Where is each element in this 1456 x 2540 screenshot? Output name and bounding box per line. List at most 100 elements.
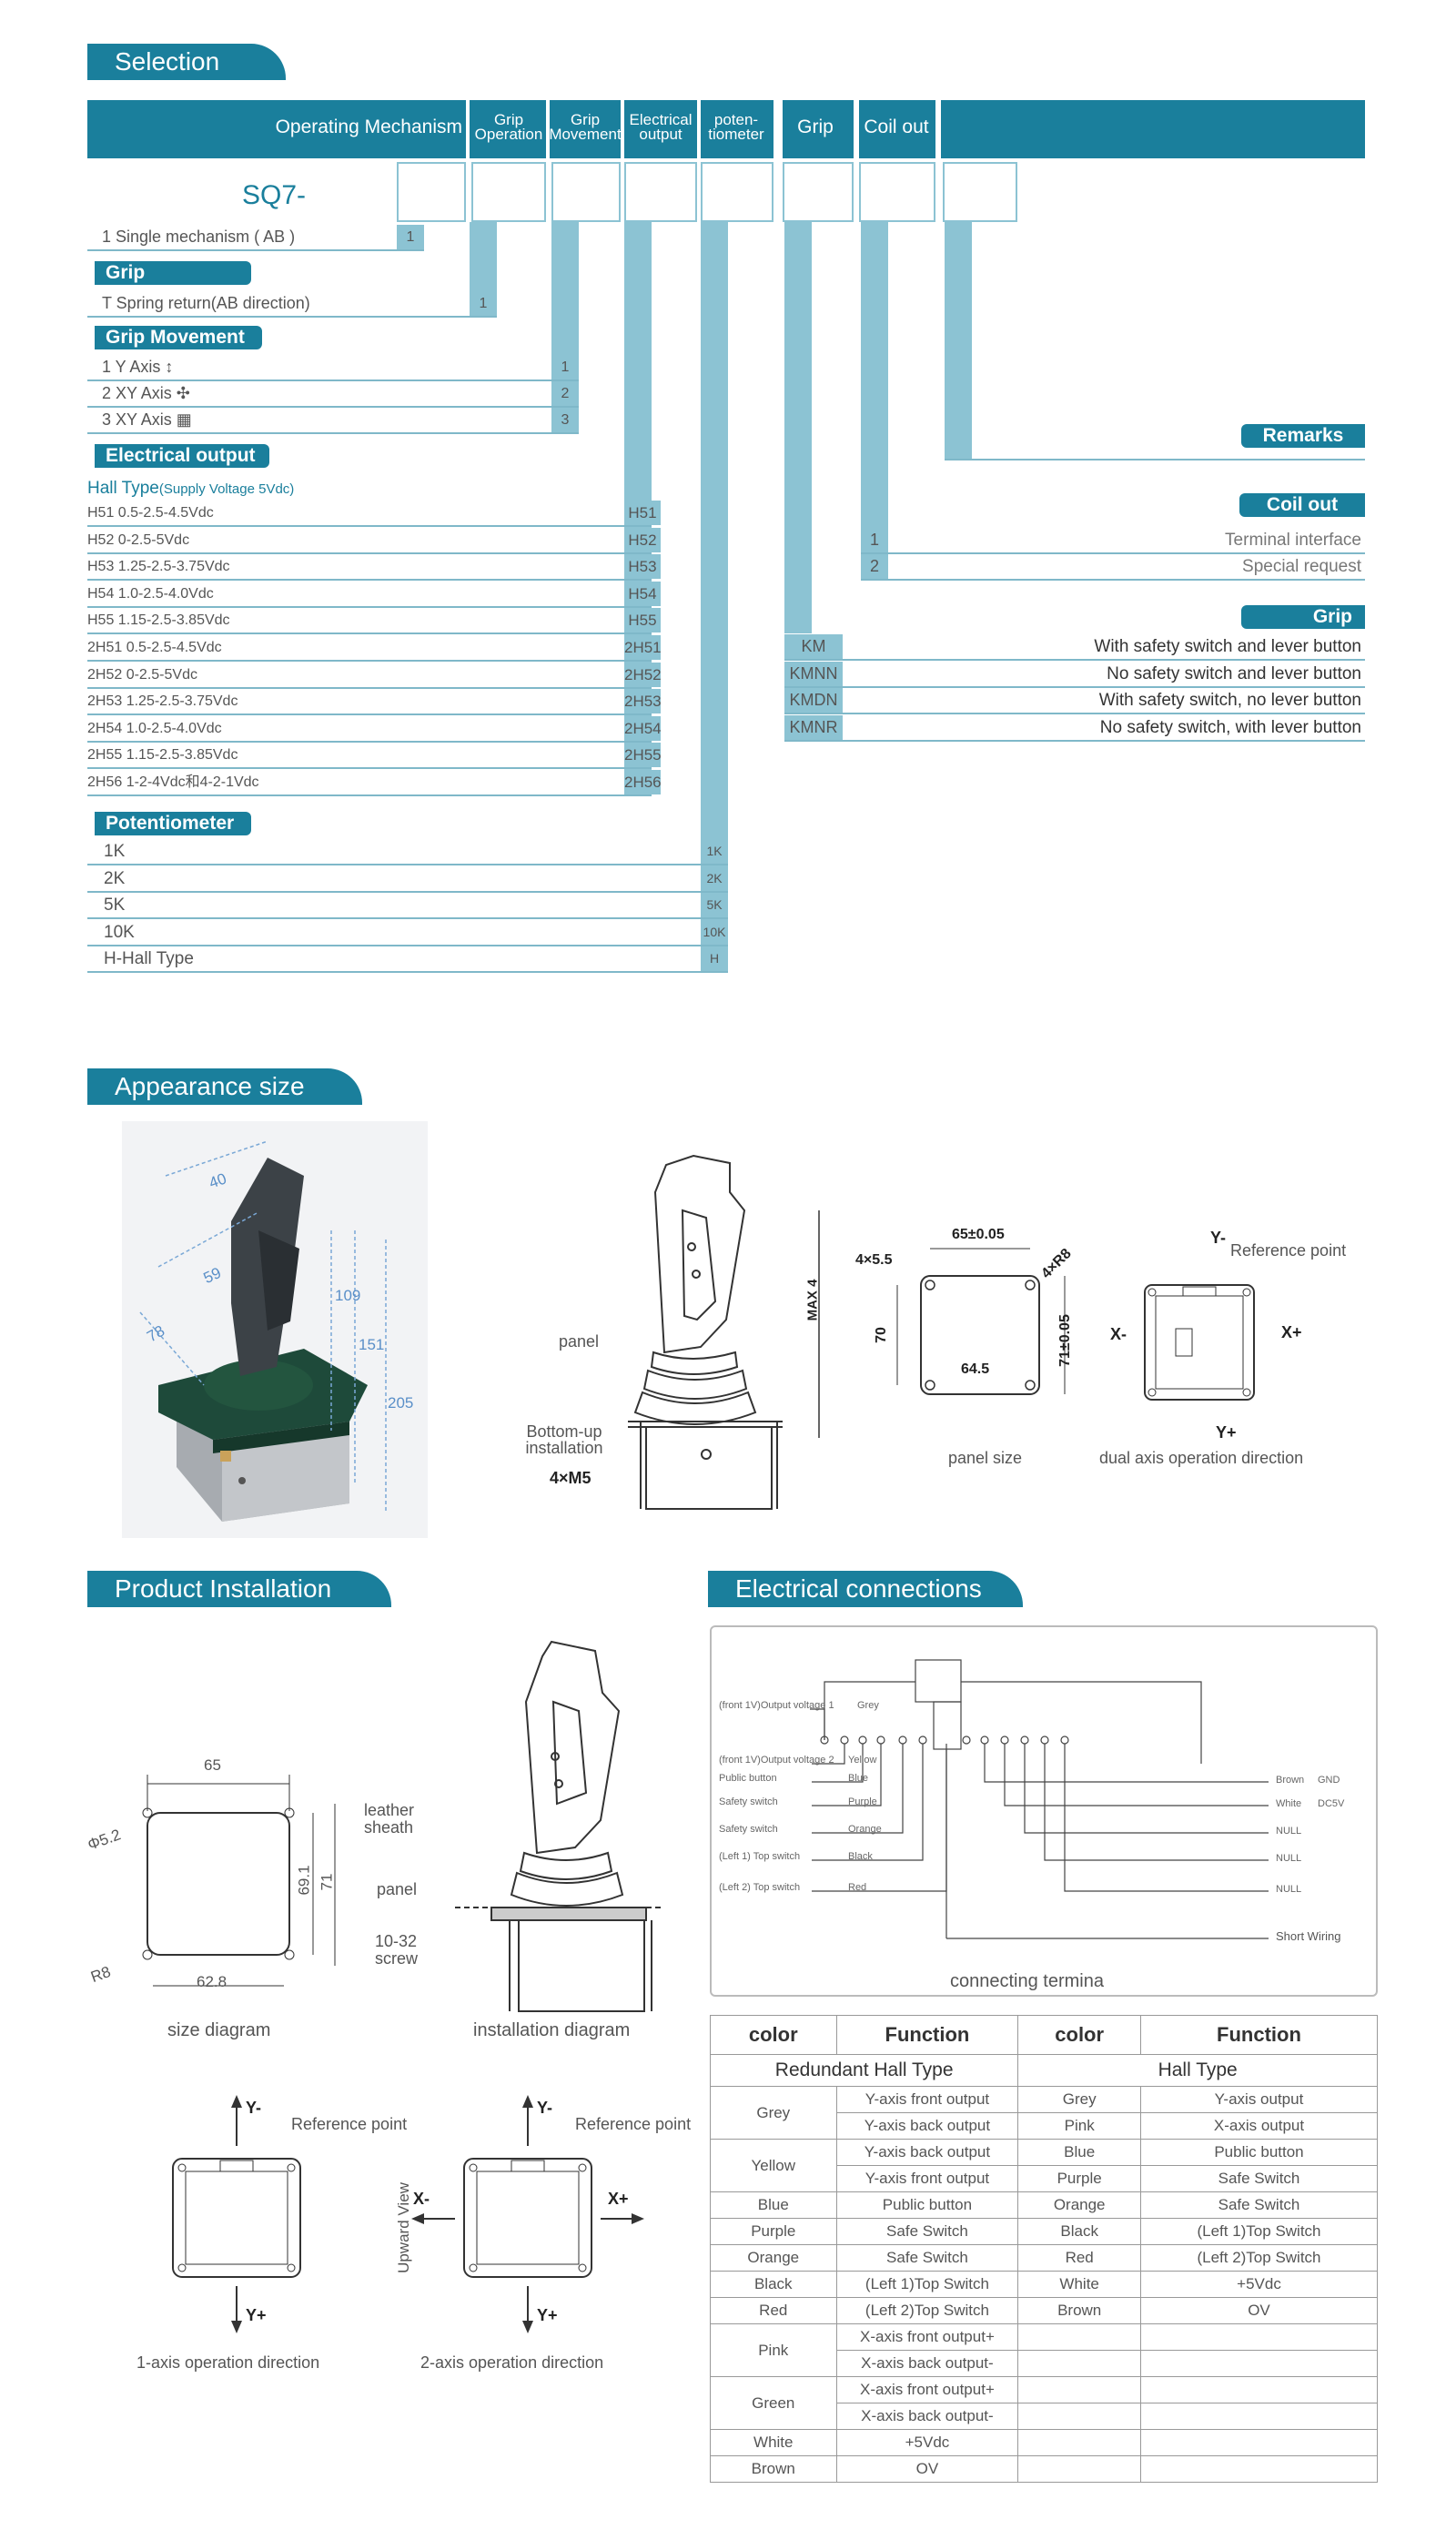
table-right-color: Purple	[1017, 2165, 1141, 2192]
grip-movement-title: Grip Movement	[95, 326, 262, 349]
table-right-color: Orange	[1017, 2191, 1141, 2219]
table-left-color: Blue	[710, 2191, 837, 2219]
grip-movement-code[interactable]: 3	[551, 408, 579, 432]
table-right-function: (Left 2)Top Switch	[1139, 2244, 1379, 2272]
box-grip-movement[interactable]	[551, 162, 621, 222]
box-grip[interactable]	[783, 162, 854, 222]
dim-151: 151	[359, 1336, 385, 1353]
box-mechanism[interactable]	[397, 162, 466, 222]
grip-code[interactable]: KMNR	[784, 714, 843, 740]
electrical-output-code[interactable]: H53	[624, 554, 661, 580]
table-left-function: X-axis back output-	[835, 2350, 1019, 2377]
potentiometer-code[interactable]: 5K	[701, 893, 728, 917]
box-electrical-output[interactable]	[624, 162, 697, 222]
table-row: White+5Vdc	[710, 2429, 1379, 2456]
label-upward-view: Upward View	[394, 2182, 412, 2273]
electrical-output-code[interactable]: 2H54	[624, 715, 662, 741]
electrical-output-code[interactable]: H51	[624, 501, 661, 525]
connector-coil-out	[861, 222, 888, 579]
electrical-output-code[interactable]: H54	[624, 581, 661, 606]
potentiometer-code[interactable]: 1K	[701, 839, 728, 864]
dim-109: 109	[335, 1287, 361, 1304]
table-right-color	[1017, 2429, 1141, 2456]
header-divider	[621, 100, 624, 158]
grip-operation-code[interactable]: 1	[470, 291, 497, 316]
wiring-diagram-icon	[810, 1659, 1269, 1939]
caption-2axis: 2-axis operation direction	[420, 2353, 604, 2372]
coil-out-code[interactable]: 2	[861, 554, 888, 579]
table-left-function: Y-axis front output	[835, 2086, 1019, 2113]
table-right-function: +5Vdc	[1139, 2271, 1379, 2298]
grip-code[interactable]: KMNN	[784, 661, 843, 686]
box-coil-out[interactable]	[859, 162, 935, 222]
grip-movement-text: 1 Y Axis ↕	[102, 358, 174, 376]
table-right-color	[1017, 2376, 1141, 2403]
label-max4: MAX 4	[804, 1279, 821, 1321]
grip-movement-text: 3 XY Axis ▦	[102, 410, 192, 429]
coil-out-code[interactable]: 1	[861, 528, 888, 552]
wire-right-label: NULL	[1276, 1853, 1302, 1864]
electrical-output-code[interactable]: 2H52	[624, 662, 662, 687]
potentiometer-code[interactable]: 10K	[701, 919, 728, 945]
box-remarks[interactable]	[943, 162, 1017, 222]
joystick-3d-icon	[139, 1140, 387, 1522]
grip-movement-code[interactable]: 1	[551, 355, 579, 379]
label-2axis-y-plus: Y+	[537, 2306, 558, 2324]
header-grip: Grip	[797, 116, 834, 137]
wire-left-label: (Left 2) Top switch	[719, 1882, 801, 1893]
electrical-output-code[interactable]: H55	[624, 608, 661, 633]
label-screw: 10-32 screw	[375, 1932, 419, 1968]
grip-code[interactable]: KMDN	[784, 688, 843, 713]
potentiometer-title: Potentiometer	[95, 812, 251, 835]
hall-type-label: Hall Type	[87, 479, 159, 498]
electrical-output-code[interactable]: 2H55	[624, 743, 662, 768]
model-code: SQ7-	[242, 180, 307, 210]
header-divider	[854, 100, 859, 158]
connector-grip	[784, 222, 812, 633]
section-selection-tab: Selection	[87, 44, 286, 80]
table-right-function	[1139, 2323, 1379, 2351]
caption-connecting-termina: connecting termina	[950, 1971, 1104, 1991]
table-left-function: +5Vdc	[835, 2429, 1019, 2456]
caption-1axis: 1-axis operation direction	[136, 2353, 320, 2372]
remarks-line	[945, 459, 1365, 460]
electrical-output-code[interactable]: 2H56	[624, 770, 662, 794]
mechanism-code[interactable]: 1	[397, 225, 424, 249]
electrical-output-code[interactable]: 2H53	[624, 689, 662, 714]
section-electrical-tab: Electrical connections	[708, 1571, 1023, 1607]
electrical-output-code[interactable]: H52	[624, 527, 661, 552]
remarks-title: Remarks	[1241, 424, 1365, 448]
size-diagram-icon	[142, 1775, 336, 1987]
mechanism-row: 1 Single mechanism ( AB ) 1	[87, 225, 424, 251]
table-right-function	[1139, 2455, 1379, 2483]
table-left-function: Public button	[835, 2191, 1019, 2219]
electrical-output-text: 2H54 1.0-2.5-4.0Vdc	[87, 720, 222, 736]
grip-movement-row: 3 XY Axis ▦ 3	[87, 408, 579, 434]
grip-code[interactable]: KM	[784, 634, 843, 659]
dual-axis-drawing: Y- Reference point X- X+ Y+ dual axis op…	[1092, 1229, 1365, 1474]
installation-diagram-icon	[455, 1640, 664, 2012]
box-potentiometer[interactable]	[701, 162, 774, 222]
potentiometer-code[interactable]: 2K	[701, 865, 728, 891]
grip-operation-text: T Spring return(AB direction)	[102, 294, 310, 312]
potentiometer-code[interactable]: H	[701, 946, 728, 971]
box-grip-operation[interactable]	[471, 162, 546, 222]
electrical-output-code[interactable]: 2H51	[624, 635, 662, 660]
label-4xm5: 4×M5	[550, 1469, 592, 1487]
electrical-output-text: H53 1.25-2.5-3.75Vdc	[87, 559, 230, 575]
connector-remarks	[945, 222, 972, 460]
grip-movement-code[interactable]: 2	[551, 381, 579, 406]
caption-panel-size: panel size	[948, 1449, 1023, 1467]
grip-text: With safety switch and lever button	[1094, 637, 1361, 656]
wire-left-color: Purple	[848, 1796, 877, 1807]
size-diagram: 65 Φ5.2 69.1 71 R8 62.8 size diagram	[86, 1747, 360, 2048]
table-right-function: OV	[1139, 2297, 1379, 2324]
label-1axis-ref: Reference point	[291, 2115, 408, 2133]
table-right-function: X-axis output	[1139, 2112, 1379, 2140]
